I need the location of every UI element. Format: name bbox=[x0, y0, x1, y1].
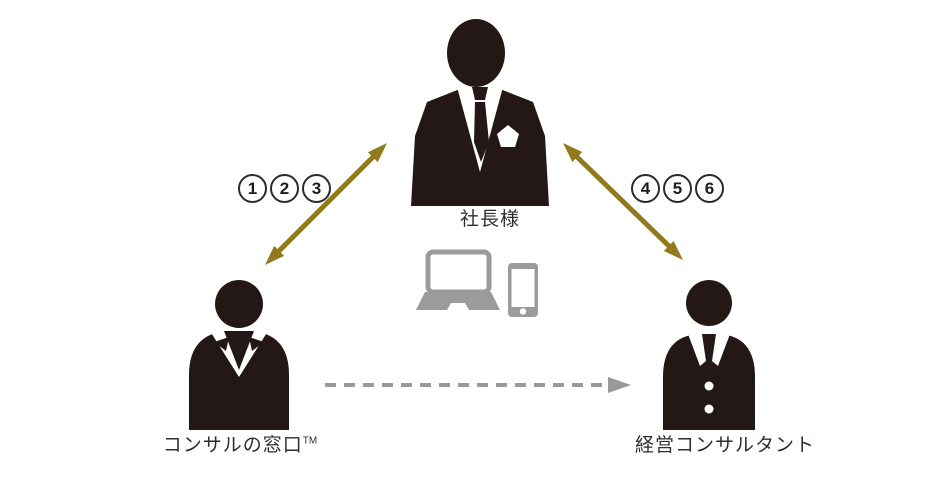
consultant-window-label: コンサルの窓口TM bbox=[160, 430, 320, 457]
president-label-text: 社長様 bbox=[459, 209, 520, 230]
management-consultant-label-text: 経営コンサルタント bbox=[635, 435, 816, 456]
step-badge-1: 1 bbox=[238, 174, 267, 203]
step-badge-4: 4 bbox=[631, 174, 660, 203]
left-step-badges: 1 2 3 bbox=[238, 174, 331, 203]
laptop-icon bbox=[416, 249, 500, 310]
smartphone-icon bbox=[508, 263, 538, 317]
management-consultant-label: 経営コンサルタント bbox=[635, 430, 814, 457]
step-badge-5: 5 bbox=[663, 174, 692, 203]
president-label: 社長様 bbox=[415, 204, 565, 231]
devices-group bbox=[416, 249, 538, 317]
right-double-arrow-icon bbox=[563, 143, 683, 260]
step-badge-6: 6 bbox=[695, 174, 724, 203]
left-double-arrow-icon bbox=[265, 143, 387, 265]
dashed-right-arrow-icon bbox=[325, 377, 631, 393]
consultant-person-icon bbox=[663, 280, 755, 430]
receptionist-person-icon bbox=[189, 280, 289, 430]
consultant-window-label-text: コンサルの窓口 bbox=[162, 435, 303, 456]
step-badge-2: 2 bbox=[270, 174, 299, 203]
right-step-badges: 4 5 6 bbox=[631, 174, 724, 203]
step-badge-3: 3 bbox=[302, 174, 331, 203]
business-president-icon bbox=[411, 19, 549, 206]
trademark-symbol: TM bbox=[302, 435, 318, 447]
